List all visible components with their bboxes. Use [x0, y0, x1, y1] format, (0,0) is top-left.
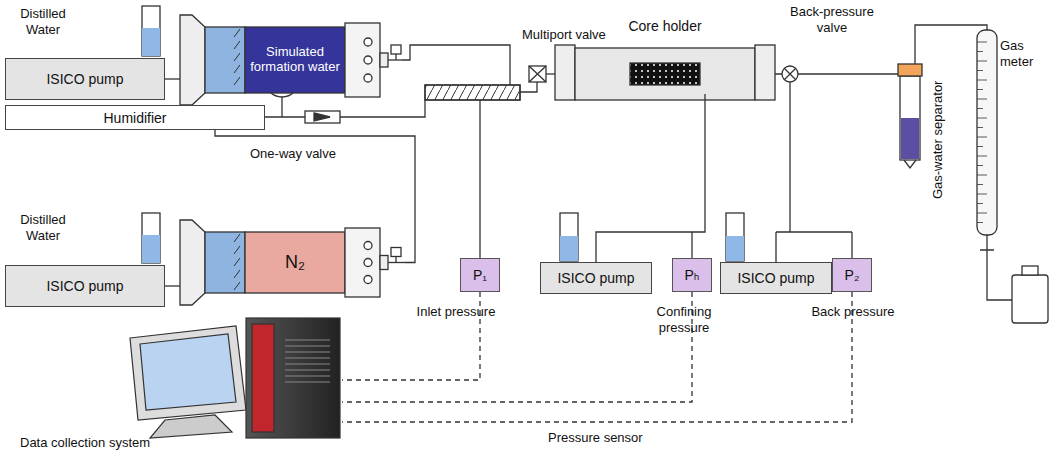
node-label: ISICO pump: [557, 270, 634, 286]
cylinder-label: Simulated formation water: [246, 27, 344, 93]
beaker: [142, 6, 744, 263]
gas-cylinder: N₂: [180, 220, 405, 305]
node-label: ISICO pump: [46, 278, 123, 294]
system-name: Data collection system: [20, 435, 240, 451]
part-name: Gas-water separator: [930, 81, 946, 200]
pipe: [402, 45, 510, 85]
pressure-sensor-box: Pₕ: [672, 258, 712, 292]
pipe-connector: [596, 100, 705, 262]
humidifier-box: Humidifier: [5, 105, 265, 130]
part-name: Gas meter: [1000, 38, 1058, 69]
pump-box: ISICO pump: [540, 262, 652, 294]
part-name: One-way valve: [250, 146, 370, 162]
one-way-valve: [305, 111, 340, 123]
valve: [529, 66, 546, 82]
node-label: P₁: [473, 267, 487, 283]
node-label: P₂: [845, 267, 860, 283]
sensor-name: Back pressure: [810, 304, 896, 320]
pump-box: ISICO pump: [5, 265, 165, 307]
computer: [130, 318, 340, 438]
gas-water-separator: [898, 64, 922, 168]
multiport-valve: [425, 85, 520, 100]
sensor-name: Inlet pressure: [416, 304, 496, 320]
node-label: ISICO pump: [46, 71, 123, 87]
node-label: Humidifier: [103, 110, 166, 126]
pump-box: ISICO pump: [5, 58, 165, 100]
node-label: Pₕ: [685, 267, 700, 283]
fluid-cylinder: Simulated formation water: [180, 15, 402, 105]
pipe: [265, 100, 425, 117]
part-name: Back-pressure valve: [790, 4, 874, 35]
gas-meter: [977, 30, 1048, 323]
pipe-connector: [165, 78, 180, 79]
core-holder: Core holder: [555, 14, 775, 100]
back-pressure-valve: [782, 66, 798, 82]
pipe-connector: [165, 285, 180, 286]
sensor-wire: [342, 292, 852, 422]
pump-box: ISICO pump: [720, 262, 832, 294]
node-label: ISICO pump: [737, 270, 814, 286]
legend-note: Pressure sensor: [548, 430, 688, 446]
part-name: Multiport valve: [522, 27, 642, 43]
sensor-name: Confining pressure: [636, 304, 732, 335]
pressure-sensor-box: P₁: [460, 258, 500, 292]
supply-label: Distilled Water: [4, 6, 82, 37]
pressure-sensor-box: P₂: [832, 258, 872, 292]
supply-label: Distilled Water: [4, 212, 82, 243]
cylinder-label: N₂: [246, 232, 344, 293]
